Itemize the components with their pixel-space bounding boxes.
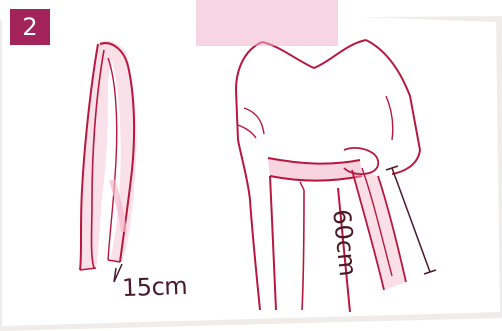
short-length-label: 15cm [122, 272, 188, 302]
tape-strip [196, 0, 338, 46]
card-paper [2, 4, 500, 326]
step-number-badge: 2 [10, 9, 50, 45]
